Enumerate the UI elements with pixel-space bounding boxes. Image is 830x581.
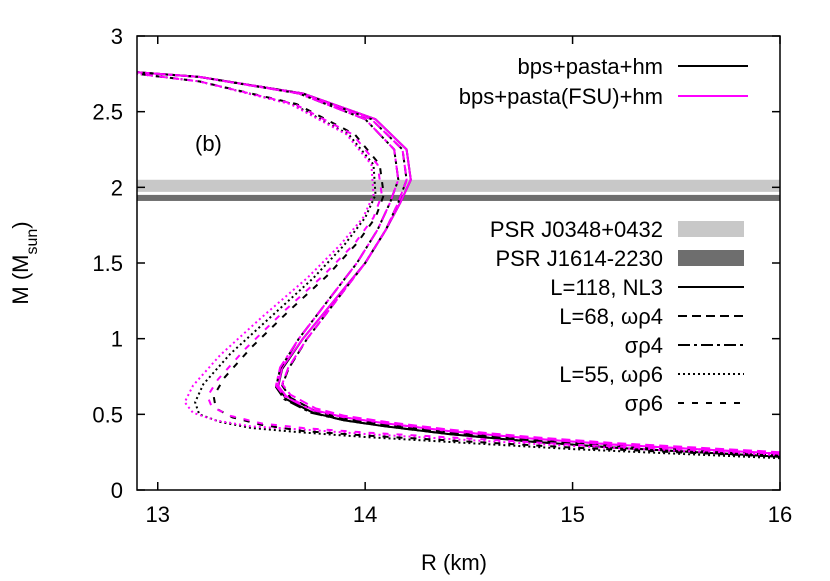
series-line-soft-hm	[137, 72, 780, 460]
y-tick-label: 0.5	[92, 402, 123, 427]
x-tick-label: 13	[145, 502, 169, 527]
x-tick-label: 14	[353, 502, 377, 527]
band-psr-j1614	[137, 194, 780, 201]
legend-band-swatch	[678, 250, 744, 266]
band-psr-j0348	[137, 179, 780, 192]
y-tick-label: 1.5	[92, 251, 123, 276]
x-axis-ticks: 13 14 15 16	[145, 36, 792, 527]
series-line-soft-fsu	[137, 72, 780, 457]
x-tick-label: 15	[560, 502, 584, 527]
panel-label: (b)	[195, 131, 222, 156]
y-tick-label: 3	[111, 24, 123, 49]
y-axis-title-subscript: sun	[24, 229, 41, 255]
series-line-soft-alt-hm	[137, 72, 780, 458]
legend-label: bps+pasta+hm	[517, 54, 663, 79]
legend-label: L=55, ωρ6	[559, 362, 663, 387]
series-line-stiff-alt-fsu	[137, 71, 780, 454]
pulsar-bands	[137, 179, 780, 201]
y-tick-label: 1	[111, 327, 123, 352]
y-tick-label: 2	[111, 175, 123, 200]
crust-legend: bps+pasta+hm bps+pasta(FSU)+hm	[459, 54, 748, 109]
y-tick-label: 0	[111, 478, 123, 503]
legend-label: L=118, NL3	[550, 275, 663, 300]
legend-label: σρ6	[625, 391, 663, 416]
x-axis-title: R (km)	[421, 550, 487, 575]
legend-label: L=68, ωρ4	[559, 304, 663, 329]
series-line-stiff-dd-fsu	[137, 71, 780, 455]
legend-label: PSR J0348+0432	[490, 217, 663, 242]
y-axis-title: M (Msun)	[8, 221, 41, 304]
x-tick-label: 16	[768, 502, 792, 527]
legend-label: PSR J1614-2230	[495, 246, 663, 271]
mass-radius-curves	[137, 71, 780, 460]
legend-label: bps+pasta(FSU)+hm	[459, 84, 663, 109]
y-tick-label: 2.5	[92, 100, 123, 125]
legend-label: σρ4	[625, 333, 663, 358]
y-axis-ticks: 0 0.5 1 1.5 2 2.5 3	[92, 24, 780, 503]
legend-band-swatch	[678, 221, 744, 237]
series-line-stiff-fsu	[137, 71, 780, 455]
